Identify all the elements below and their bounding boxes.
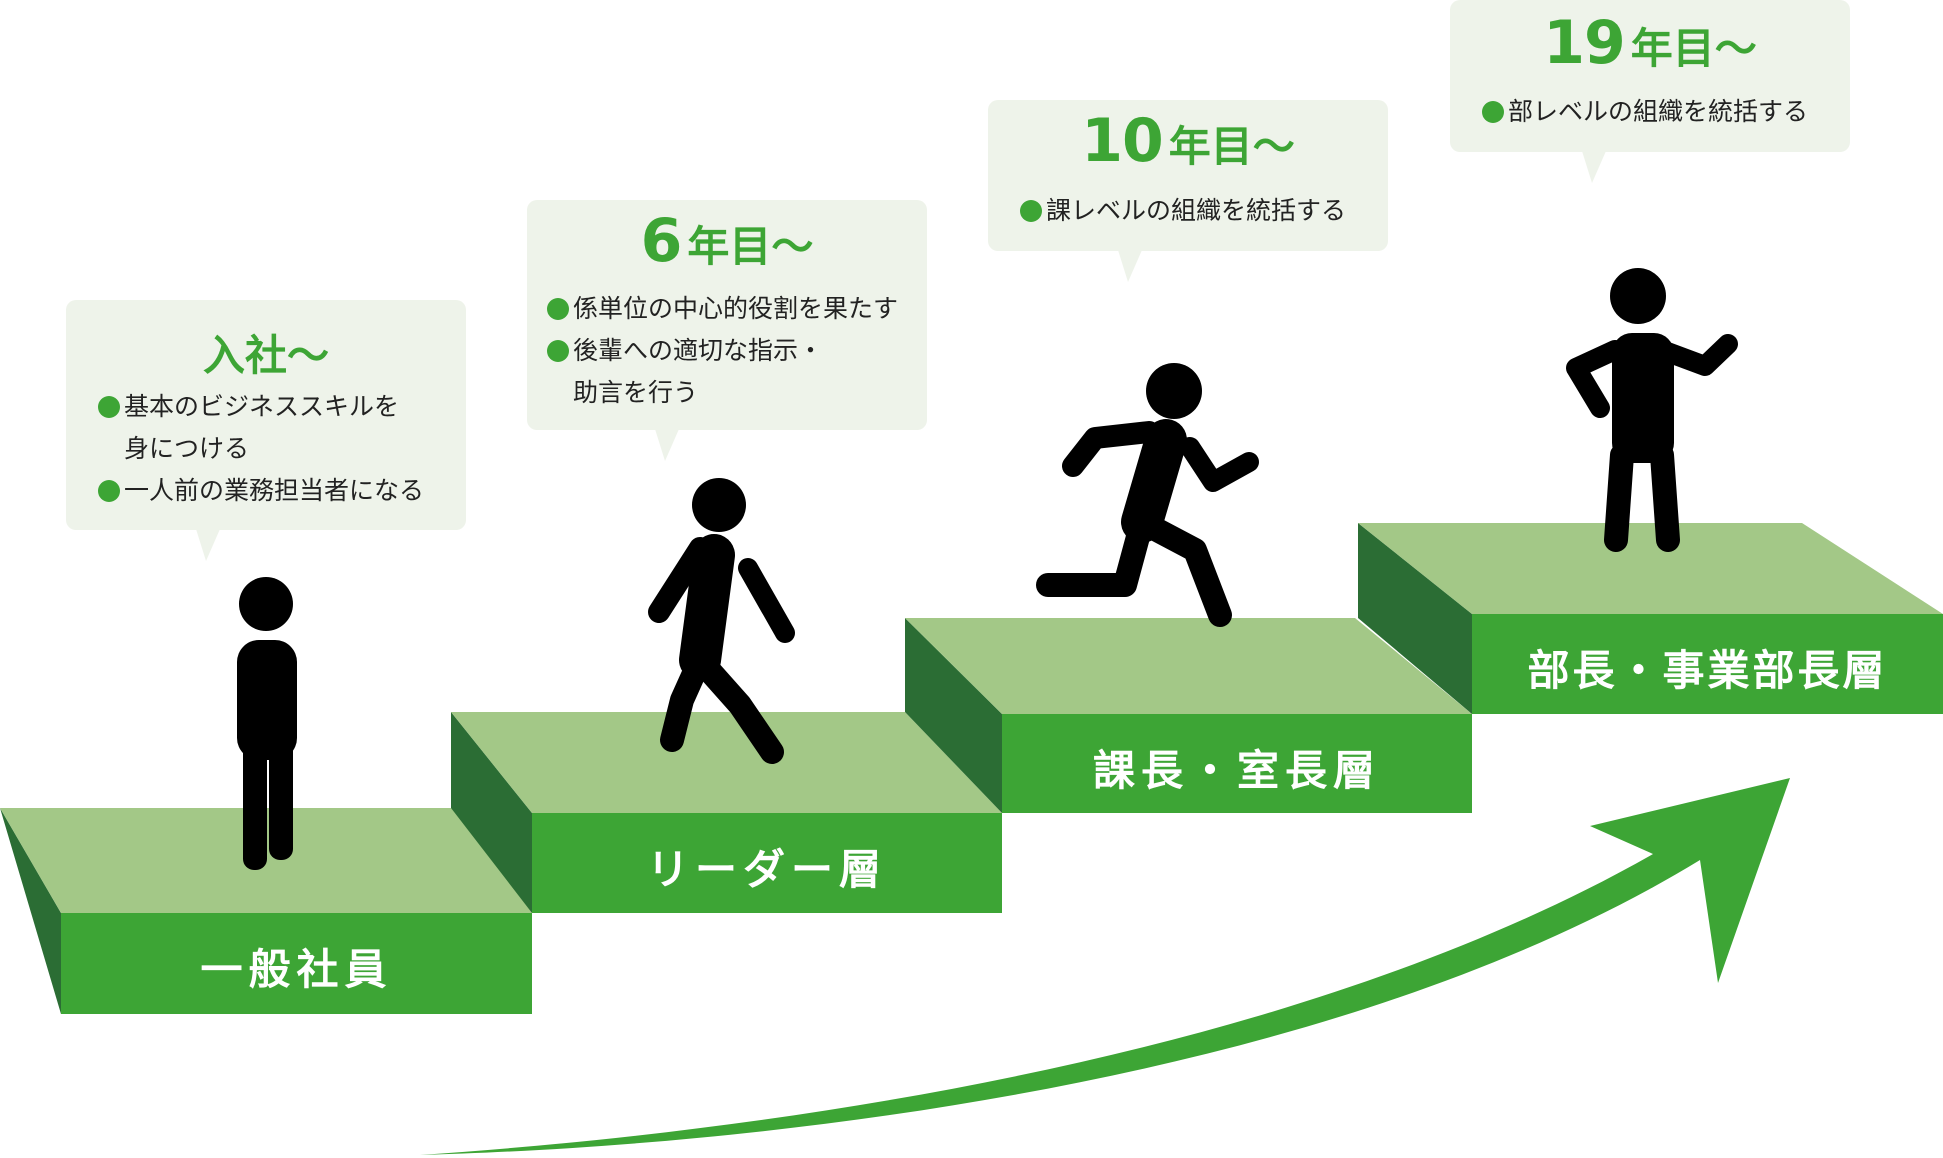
upward-arrow-icon [420,778,1790,1155]
bubble-3-item-1: 課レベルの組織を統括する [1020,190,1346,232]
speech-bubble-1: 入社〜 基本のビジネススキルを 身につける 一人前の業務担当者になる [66,300,466,561]
bubble-4-item-1: 部レベルの組織を統括する [1482,91,1808,133]
standing-person-icon [237,577,297,870]
bullet-icon [547,298,569,320]
bubble-2-item-1: 係単位の中心的役割を果たす [547,288,898,330]
level-label-2: リーダー層 [646,845,887,894]
presenting-person-icon [1566,268,1738,552]
bullet-icon [1020,200,1042,222]
step-2-block [451,712,1002,913]
step-1-block [0,808,532,1014]
bubble-2-item-2: 後輩への適切な指示・ 助言を行う [547,330,898,414]
running-person-icon [1036,363,1259,627]
bubble-1-item-2: 一人前の業務担当者になる [98,470,424,512]
bullet-icon [547,340,569,362]
bubble-1-item-1: 基本のビジネススキルを 身につける [98,386,424,470]
walking-person-icon [648,478,795,764]
bullet-icon [98,480,120,502]
level-label-3: 課長・室長層 [1092,746,1381,795]
level-label-4: 部長・事業部長層 [1527,646,1888,695]
step-3-block [905,618,1472,813]
bubble-1-title: 入社〜 [202,331,329,380]
level-label-1: 一般社員 [200,945,393,994]
step-4-block [1358,523,1943,714]
bullet-icon [98,396,120,418]
bullet-icon [1482,101,1504,123]
